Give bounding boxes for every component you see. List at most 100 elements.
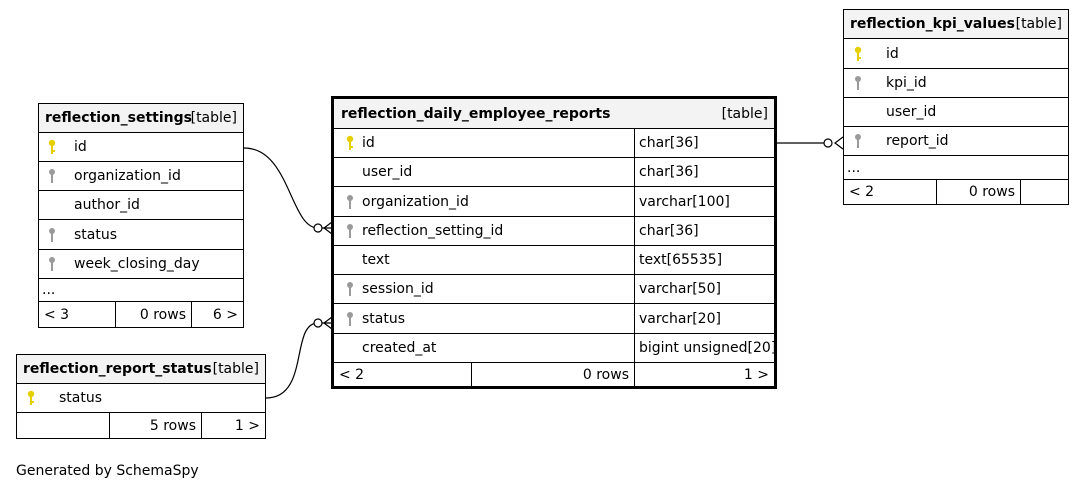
column-row[interactable]: id char[36] xyxy=(334,129,774,158)
column-name: week_closing_day xyxy=(74,256,200,272)
table-name: reflection_report_status xyxy=(23,361,212,377)
table-kind: [table] xyxy=(721,105,768,122)
table-header: reflection_daily_employee_reports [table… xyxy=(334,99,774,129)
foreign-key-icon xyxy=(48,227,56,243)
column-name: status xyxy=(74,226,118,243)
column-name: status xyxy=(59,390,103,406)
relation-settings-to-reports xyxy=(243,147,332,229)
children-count[interactable]: 6 > xyxy=(191,302,243,327)
column-type: varchar[50] xyxy=(634,275,774,303)
foreign-key-icon xyxy=(854,75,862,91)
table-kind: [table] xyxy=(190,110,237,126)
crowsfoot-marker xyxy=(834,136,844,150)
table-kind: [table] xyxy=(212,361,259,377)
table-header: reflection_settings [table] xyxy=(39,104,243,133)
table-name: reflection_settings xyxy=(45,110,192,126)
children-count[interactable] xyxy=(1020,180,1068,204)
column-row[interactable]: status xyxy=(39,220,243,250)
column-row[interactable]: status varchar[20] xyxy=(334,304,774,334)
column-row[interactable]: report_id xyxy=(844,127,1068,156)
row-count: 5 rows xyxy=(109,413,201,438)
table-reflection-kpi-values[interactable]: reflection_kpi_values [table] id kpi_id … xyxy=(843,9,1069,205)
column-name: session_id xyxy=(362,281,434,297)
column-name: created_at xyxy=(362,340,437,356)
parents-count[interactable]: < 2 xyxy=(339,366,365,383)
column-name: report_id xyxy=(886,133,949,149)
crowsfoot-marker xyxy=(323,316,333,330)
column-row[interactable]: status xyxy=(17,384,265,413)
zero-many-marker xyxy=(823,138,833,148)
column-type: char[36] xyxy=(634,129,774,157)
column-type: char[36] xyxy=(634,217,774,245)
column-name: kpi_id xyxy=(886,75,927,91)
ellipsis-row: ... xyxy=(844,156,1068,180)
table-reflection-daily-employee-reports[interactable]: reflection_daily_employee_reports [table… xyxy=(331,96,777,389)
primary-key-icon xyxy=(27,390,35,406)
table-reflection-report-status[interactable]: reflection_report_status [table] status … xyxy=(16,354,266,439)
column-type: varchar[100] xyxy=(634,187,774,216)
ellipsis-row: ... xyxy=(39,279,243,302)
table-name: reflection_kpi_values xyxy=(850,16,1015,32)
column-name: author_id xyxy=(74,197,140,213)
column-row[interactable]: user_id xyxy=(844,98,1068,127)
primary-key-icon xyxy=(48,139,56,155)
column-name: user_id xyxy=(362,164,413,180)
table-kind: [table] xyxy=(1015,16,1062,32)
foreign-key-icon xyxy=(854,133,862,149)
column-row[interactable]: created_at bigint unsigned[20] xyxy=(334,334,774,363)
table-footer: < 2 0 rows 1 > xyxy=(334,363,774,386)
column-row[interactable]: kpi_id xyxy=(844,69,1068,98)
row-count: 0 rows xyxy=(471,363,634,386)
table-footer: < 2 0 rows xyxy=(844,180,1068,204)
children-count[interactable]: 1 > xyxy=(634,363,774,386)
column-type: text[65535] xyxy=(634,246,774,274)
column-name: status xyxy=(362,310,406,327)
column-name: reflection_setting_id xyxy=(362,223,504,239)
column-row[interactable]: text text[65535] xyxy=(334,246,774,275)
table-header: reflection_kpi_values [table] xyxy=(844,10,1068,39)
column-row[interactable]: id xyxy=(844,39,1068,69)
column-type: varchar[20] xyxy=(634,304,774,333)
column-name: id xyxy=(886,45,899,62)
column-row[interactable]: organization_id varchar[100] xyxy=(334,187,774,217)
row-count: 0 rows xyxy=(936,180,1020,204)
parents-count[interactable]: < 3 xyxy=(44,306,70,323)
column-row[interactable]: session_id varchar[50] xyxy=(334,275,774,304)
table-footer: 5 rows 1 > xyxy=(17,413,265,438)
column-type: char[36] xyxy=(634,158,774,186)
column-type: bigint unsigned[20] xyxy=(634,334,774,362)
foreign-key-icon xyxy=(48,168,56,184)
generated-by-credit: Generated by SchemaSpy xyxy=(16,463,199,479)
parents-count[interactable]: < 2 xyxy=(849,184,875,200)
zero-many-marker xyxy=(313,318,323,328)
crowsfoot-marker xyxy=(323,221,333,235)
table-footer: < 3 0 rows 6 > xyxy=(39,302,243,327)
table-header: reflection_report_status [table] xyxy=(17,355,265,384)
column-name: id xyxy=(362,135,375,151)
column-row[interactable]: week_closing_day xyxy=(39,250,243,279)
ellipsis: ... xyxy=(847,159,861,176)
foreign-key-icon xyxy=(346,281,354,297)
table-name: reflection_daily_employee_reports xyxy=(341,105,611,122)
column-name: text xyxy=(362,252,390,268)
primary-key-icon xyxy=(346,135,354,151)
foreign-key-icon xyxy=(346,194,354,210)
parents-count[interactable] xyxy=(17,413,109,438)
column-row[interactable]: reflection_setting_id char[36] xyxy=(334,217,774,246)
foreign-key-icon xyxy=(48,256,56,272)
primary-key-icon xyxy=(854,46,862,62)
column-row[interactable]: user_id char[36] xyxy=(334,158,774,187)
ellipsis: ... xyxy=(42,282,56,298)
row-count: 0 rows xyxy=(115,302,191,327)
relation-status-to-reports xyxy=(265,322,332,399)
table-reflection-settings[interactable]: reflection_settings [table] id organizat… xyxy=(38,103,244,328)
foreign-key-icon xyxy=(346,311,354,327)
column-row[interactable]: author_id xyxy=(39,191,243,220)
column-row[interactable]: organization_id xyxy=(39,162,243,191)
column-name: organization_id xyxy=(362,193,469,210)
zero-many-marker xyxy=(313,223,323,233)
children-count[interactable]: 1 > xyxy=(201,413,265,438)
column-row[interactable]: id xyxy=(39,133,243,162)
foreign-key-icon xyxy=(346,223,354,239)
